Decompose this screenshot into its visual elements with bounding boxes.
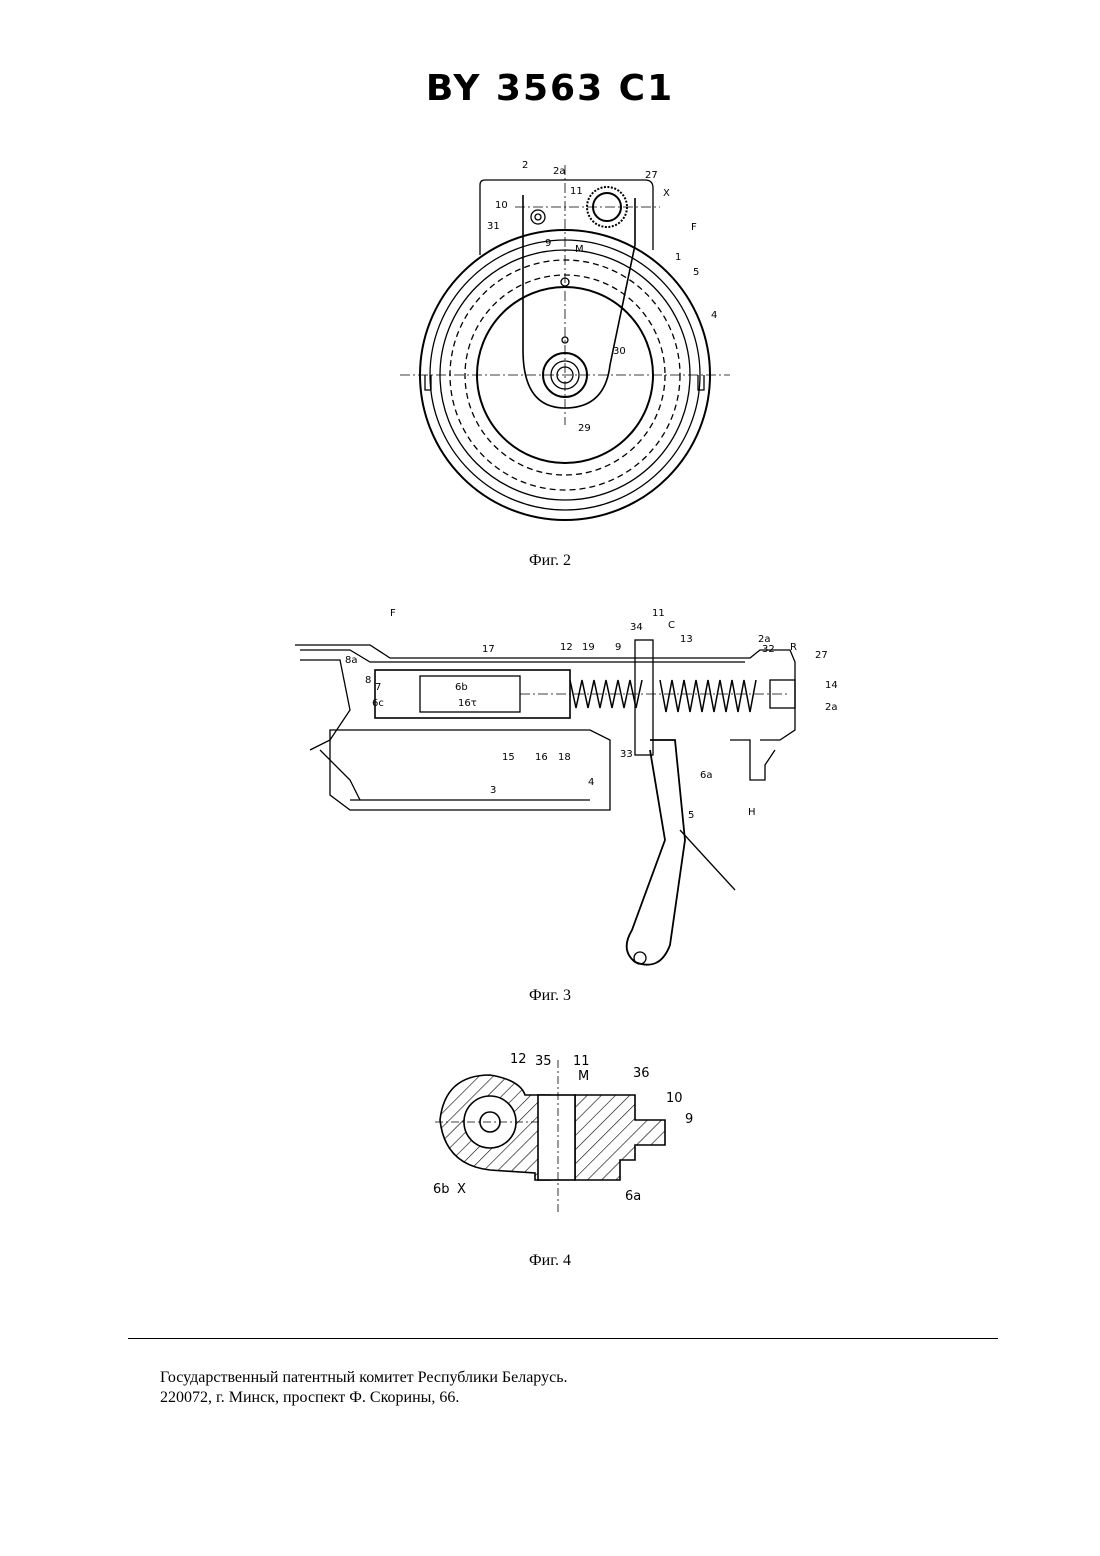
figure-3-caption: Фиг. 3 — [0, 987, 1100, 1005]
footer-line-1: Государственный патентный комитет Респуб… — [160, 1368, 568, 1388]
fig3-label: 13 — [680, 634, 693, 645]
fig4-label: 11 — [573, 1054, 590, 1069]
fig2-label: 9 — [545, 238, 551, 249]
fig3-label: 33 — [620, 749, 633, 760]
fig3-label: R — [790, 642, 797, 653]
figure-2-drawing: 2 2a 27 X 10 11 31 9 M F 1 5 4 30 29 — [395, 150, 740, 530]
fig2-label: F — [691, 222, 697, 233]
fig3-label: 19 — [582, 642, 595, 653]
fig2-label: X — [663, 188, 670, 199]
figure-4-caption: Фиг. 4 — [0, 1252, 1100, 1270]
fig3-label: 16τ — [458, 698, 477, 709]
fig4-label: 9 — [685, 1112, 693, 1127]
figure-4-drawing: 12 35 11 M 36 10 9 6b X 6a — [425, 1045, 715, 1220]
fig3-label: 34 — [630, 622, 643, 633]
footer: Государственный патентный комитет Респуб… — [160, 1368, 568, 1408]
footer-divider — [128, 1338, 998, 1339]
fig4-label: M — [578, 1069, 589, 1084]
fig4-label: 10 — [666, 1091, 683, 1106]
fig2-label: 10 — [495, 200, 508, 211]
fig2-label: 11 — [570, 186, 583, 197]
fig3-label: 8 — [365, 675, 371, 686]
fig2-label: 30 — [613, 346, 626, 357]
fig3-label: 15 — [502, 752, 515, 763]
fig2-label: M — [575, 244, 584, 255]
fig3-label: 7 — [375, 682, 381, 693]
fig3-label: 32 — [762, 644, 775, 655]
fig3-label: 6b — [455, 682, 468, 693]
fig3-label: 5 — [688, 810, 694, 821]
fig3-label: 2a — [825, 702, 838, 713]
figure-3-drawing: F 8a 8 7 6c 6b 17 16τ 15 16 18 12 19 9 3… — [290, 600, 850, 980]
fig4-label: 6a — [625, 1189, 641, 1204]
fig3-label: 9 — [615, 642, 621, 653]
fig3-label: 27 — [815, 650, 828, 661]
fig3-label: F — [390, 608, 396, 619]
fig3-label: 16 — [535, 752, 548, 763]
fig3-label: 6c — [372, 698, 384, 709]
fig4-label: 36 — [633, 1066, 650, 1081]
fig4-label: X — [457, 1182, 466, 1197]
fig3-label: H — [748, 807, 756, 818]
fig4-label: 12 — [510, 1052, 527, 1067]
fig3-label: 12 — [560, 642, 573, 653]
fig2-label: 4 — [711, 310, 717, 321]
fig3-label: 14 — [825, 680, 838, 691]
fig2-label: 2a — [553, 166, 566, 177]
fig3-label: 4 — [588, 777, 594, 788]
fig2-label: 27 — [645, 170, 658, 181]
fig4-label: 6b — [433, 1182, 450, 1197]
fig3-label: 3 — [490, 785, 496, 796]
fig4-label: 35 — [535, 1054, 552, 1069]
fig2-label: 1 — [675, 252, 681, 263]
fig3-label: C — [668, 620, 675, 631]
figure-2-caption: Фиг. 2 — [0, 552, 1100, 570]
footer-line-2: 220072, г. Минск, проспект Ф. Скорины, 6… — [160, 1388, 568, 1408]
fig2-label: 2 — [522, 160, 528, 171]
fig3-label: 11 — [652, 608, 665, 619]
patent-number: BY 3563 C1 — [0, 68, 1100, 109]
fig2-label: 31 — [487, 221, 500, 232]
fig2-label: 29 — [578, 423, 591, 434]
fig3-label: 8a — [345, 655, 358, 666]
fig2-label: 5 — [693, 267, 699, 278]
fig3-label: 17 — [482, 644, 495, 655]
fig3-label: 18 — [558, 752, 571, 763]
fig3-label: 6a — [700, 770, 713, 781]
